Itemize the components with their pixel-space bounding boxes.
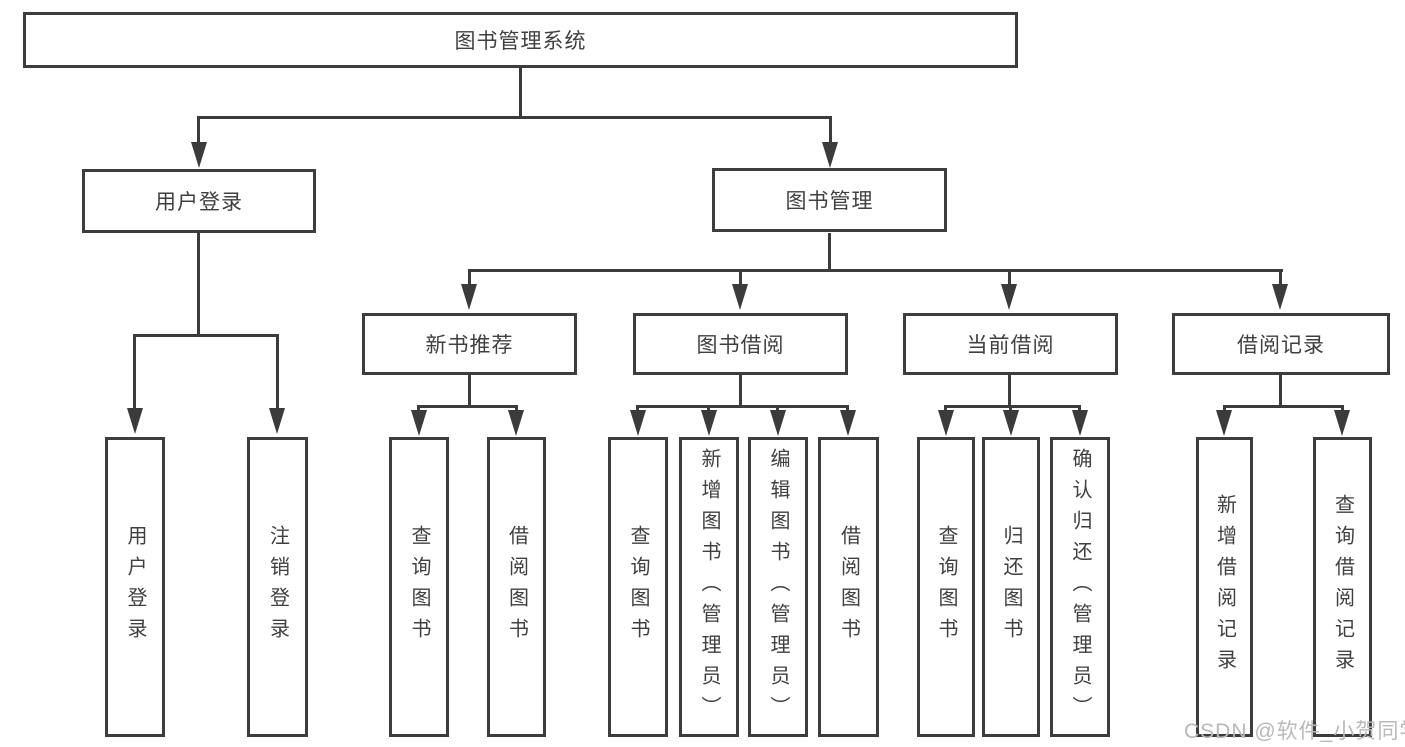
leaf-query-borrow-record: 查询借阅记录	[1313, 437, 1372, 737]
connector-line	[468, 269, 1283, 272]
leaf-return-books: 归还图书	[982, 437, 1040, 737]
leaf-label: 编辑图书（管理员）	[767, 447, 789, 727]
connector-line	[417, 405, 518, 408]
arrow-down-icon	[411, 410, 427, 436]
node-new-book-recommend: 新书推荐	[362, 313, 577, 375]
leaf-label: 查询图书	[935, 525, 957, 649]
leaf-label: 确认归还（管理员）	[1069, 447, 1091, 727]
leaf-label: 借阅图书	[505, 525, 528, 649]
connector-line	[776, 405, 779, 413]
connector-line	[1223, 405, 1344, 408]
connector-line	[417, 405, 420, 413]
leaf-borrow-books-recommend: 借阅图书	[487, 437, 546, 737]
node-book-management: 图书管理	[712, 168, 947, 232]
node-current-borrowing: 当前借阅	[903, 313, 1118, 375]
connector-line	[468, 269, 471, 285]
leaf-user-login: 用户登录	[105, 437, 165, 737]
connector-line	[707, 405, 710, 413]
leaf-confirm-return-admin: 确认归还（管理员）	[1050, 437, 1110, 737]
leaf-label: 查询图书	[627, 525, 649, 649]
arrow-down-icon	[127, 408, 143, 434]
arrow-down-icon	[1272, 284, 1288, 310]
leaf-borrow-books: 借阅图书	[818, 437, 879, 737]
leaf-label: 查询图书	[408, 525, 430, 649]
connector-line	[276, 334, 279, 408]
leaf-query-books-current: 查询图书	[917, 437, 975, 737]
arrow-down-icon	[770, 410, 786, 436]
connector-line	[519, 68, 522, 119]
connector-line	[1223, 405, 1226, 413]
connector-line	[944, 405, 947, 413]
node-borrowing-records: 借阅记录	[1172, 313, 1390, 375]
arrow-down-icon	[1072, 410, 1088, 436]
connector-line	[739, 269, 742, 285]
connector-line	[197, 233, 200, 336]
leaf-query-books-recommend: 查询图书	[389, 437, 449, 737]
connector-line	[636, 405, 849, 408]
arrow-down-icon	[191, 142, 207, 168]
node-library-system: 图书管理系统	[23, 12, 1018, 68]
arrow-down-icon	[938, 410, 954, 436]
arrow-down-icon	[732, 284, 748, 310]
arrow-down-icon	[822, 142, 838, 168]
connector-line	[133, 334, 279, 337]
connector-line	[1008, 375, 1011, 407]
arrow-down-icon	[1334, 410, 1350, 436]
leaf-add-borrow-record: 新增借阅记录	[1196, 437, 1253, 737]
arrow-down-icon	[461, 284, 477, 310]
leaf-add-books-admin: 新增图书（管理员）	[679, 437, 739, 737]
leaf-label: 注销登录	[266, 525, 289, 649]
connector-line	[1279, 269, 1282, 285]
leaf-label: 借阅图书	[837, 525, 860, 649]
connector-line	[739, 375, 742, 407]
arrow-down-icon	[701, 410, 717, 436]
node-book-borrowing: 图书借阅	[633, 313, 848, 375]
connector-line	[846, 405, 849, 413]
connector-line	[828, 233, 831, 271]
leaf-label: 新增图书（管理员）	[698, 447, 720, 727]
leaf-query-books-borrow: 查询图书	[608, 437, 668, 737]
connector-line	[133, 334, 136, 408]
node-user-login: 用户登录	[82, 169, 316, 233]
connector-line	[944, 405, 1081, 408]
leaf-label: 新增借阅记录	[1213, 494, 1236, 680]
leaf-logout: 注销登录	[247, 437, 308, 737]
connector-line	[468, 375, 471, 407]
connector-line	[1008, 269, 1011, 285]
leaf-edit-books-admin: 编辑图书（管理员）	[748, 437, 808, 737]
arrow-down-icon	[1001, 284, 1017, 310]
leaf-label: 查询借阅记录	[1331, 494, 1354, 680]
arrow-down-icon	[630, 410, 646, 436]
leaf-label: 归还图书	[1000, 525, 1022, 649]
arrow-down-icon	[1216, 410, 1232, 436]
connector-line	[636, 405, 639, 413]
arrow-down-icon	[269, 408, 285, 434]
connector-line	[829, 116, 832, 144]
watermark: CSDN @软件_小贺同学	[1184, 720, 1405, 743]
connector-line	[197, 116, 832, 119]
leaf-label: 用户登录	[124, 525, 146, 649]
connector-line	[515, 405, 518, 413]
connector-line	[1078, 405, 1081, 413]
connector-line	[1341, 405, 1344, 413]
connector-line	[1009, 405, 1012, 413]
arrow-down-icon	[840, 410, 856, 436]
arrow-down-icon	[1003, 410, 1019, 436]
connector-line	[197, 116, 200, 144]
connector-line	[1279, 375, 1282, 407]
arrow-down-icon	[508, 410, 524, 436]
